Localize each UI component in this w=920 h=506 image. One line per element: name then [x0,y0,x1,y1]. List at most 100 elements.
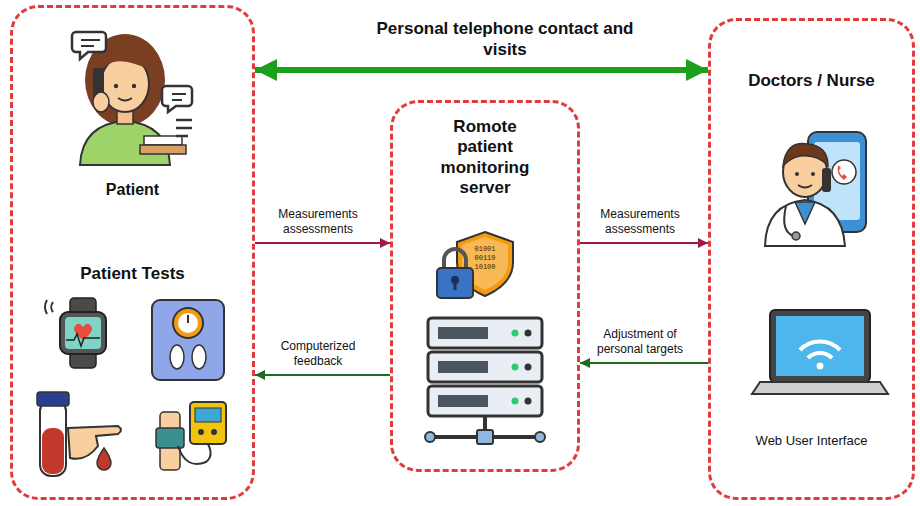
group-heading: Doctors / Nurse [717,71,906,91]
feedback-arrow [255,374,390,376]
laptop-icon [752,382,888,394]
edge-label: Computerized feedback [266,339,370,369]
smartwatch-icon [45,300,47,314]
padlock-icon [454,281,457,290]
doctor-figure [795,172,799,176]
server-rack-icon [428,386,542,416]
server-rack-icon [477,430,493,444]
binary-digits: 01001 [474,246,495,253]
server-rack-icon [428,318,542,348]
patient-group: PatientPatient Tests [10,5,255,500]
server-rack-icon [425,318,545,444]
weight-scale-icon [152,300,224,380]
blood-pressure-icon [195,408,221,422]
blood-pressure-icon [211,429,217,435]
edge-label: Adjustment of personal targets [594,327,686,357]
binary-digits: 10100 [474,264,495,271]
blood-pressure-icon [190,402,226,444]
weight-scale-icon [173,308,203,338]
server-rack-icon [512,364,519,371]
doctor-figure [765,200,845,246]
blood-test-icon [97,448,111,470]
smartwatch-icon [65,317,101,349]
server-rack-icon [525,330,532,337]
blood-test-icon [40,400,66,476]
patient-figure [81,45,94,47]
server-rack-icon [525,364,532,371]
doctor-figure [795,202,815,224]
data-arrow [580,242,708,244]
server-rack-icon [428,352,542,382]
patient-figure [172,99,182,101]
blood-test-icon [42,428,64,474]
smartwatch-icon [60,312,106,354]
patient-figure [72,32,106,59]
doctor-figure [838,165,847,180]
server-rack-icon [438,327,488,339]
patient-figure [172,93,186,95]
smartwatch-icon [66,334,100,346]
adjustment-arrow [580,362,708,364]
patient-figure [114,84,118,88]
blood-pressure-icon [156,428,184,448]
padlock-icon [437,249,473,298]
padlock-icon [444,249,466,270]
blood-pressure-icon [156,402,226,470]
laptop-icon [800,342,840,350]
weight-scale-icon [192,345,206,369]
blood-pressure-icon [198,429,204,435]
section-heading: Patient Tests [19,264,246,284]
patient-figure [118,98,132,101]
weight-scale-icon [170,345,184,369]
patient-figure [144,136,182,145]
doctor-figure [798,185,812,188]
doctor-figure [822,168,831,192]
padlock-icon [437,268,473,298]
server-rack-icon [535,432,545,442]
patient-figure [72,32,192,165]
edge-label: Personal telephone contact and visits [369,18,641,61]
patient-figure [132,84,136,88]
patient-figure [176,119,192,122]
laptop-icon [808,353,832,358]
doctor-figure [783,143,828,166]
server-rack-icon [512,330,519,337]
edge-label: Measurements assessments [588,207,692,237]
server-rack-icon [438,395,488,407]
laptop-icon [776,316,864,376]
weight-scale-icon [187,315,189,323]
blood-test-icon [68,426,121,459]
patient-figure [81,39,100,41]
doctor-figure [811,172,815,176]
weight-scale-icon [178,313,198,333]
laptop-icon [817,363,824,370]
care-team-group: Doctors / NurseWeb User Interface [708,18,915,500]
server-rack-icon [425,432,435,442]
server-node: Romote patient monitoring server [390,100,580,472]
laptop-icon [752,310,888,394]
doctor-figure [792,232,800,240]
server-rack-icon [438,361,488,373]
smartwatch-icon [51,302,53,312]
weight-scale-icon [152,300,224,380]
data-arrow [255,242,390,244]
edge-label: Measurements assessments [266,207,370,237]
icon-caption: Web User Interface [717,433,906,449]
patient-figure [176,127,192,130]
patient-figure [93,92,109,112]
doctor-figure [765,132,866,246]
doctor-figure [832,160,856,184]
contact-arrow [255,67,708,73]
patient-figure [162,86,192,112]
blood-pressure-icon [178,444,211,464]
binary-digits: 00110 [474,255,495,262]
server-rack-icon [512,398,519,405]
smartwatch-icon [45,298,106,368]
blood-test-icon [37,392,69,406]
doctor-figure [784,206,794,236]
server-rack-icon [525,398,532,405]
patient-figure [176,135,188,138]
blood-test-icon [37,392,121,476]
patient-figure [100,53,150,76]
patient-figure [140,145,186,154]
